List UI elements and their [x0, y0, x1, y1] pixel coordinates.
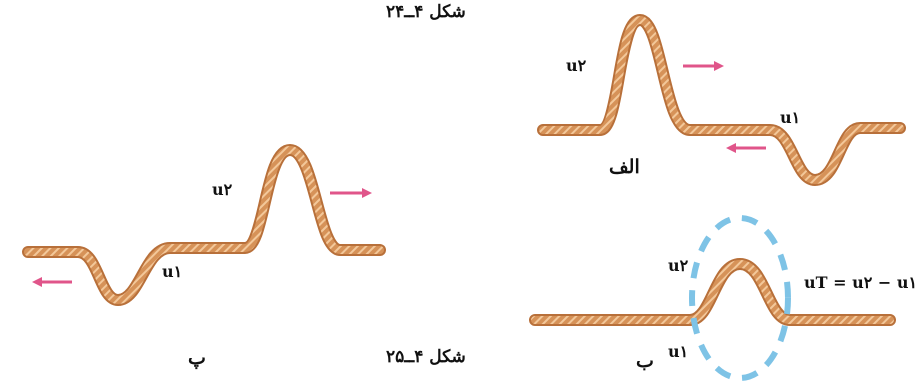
figure-25-caption: شکل ۴ــ۲۵ [386, 347, 466, 367]
panel-be-dashed-ellipse [689, 215, 791, 381]
panel-be-sum-label: uT = u۲ − u۱ [804, 273, 917, 292]
panel-be-letter: ب [636, 350, 654, 372]
panel-pe-right-arrow [330, 188, 372, 198]
panel-be-u2-label: u۲ [668, 256, 689, 275]
figure-24-caption: شکل ۴ــ۲۴ [386, 2, 466, 22]
panel-pe-rope [22, 144, 386, 306]
panel-alef-letter: الف [609, 156, 640, 178]
panel-be-rope [529, 258, 896, 326]
panel-alef-right-arrow [683, 61, 724, 71]
panel-be-u1-label: u۱ [668, 342, 689, 361]
panel-pe-u1-label: u۱ [162, 262, 183, 281]
panel-pe-left-arrow [32, 277, 72, 287]
panel-alef-u2-label: u۲ [566, 56, 587, 75]
panel-pe-u2-label: u۲ [212, 180, 233, 199]
panel-pe-letter: پ [188, 347, 206, 369]
panel-alef-u1-label: u۱ [780, 108, 801, 127]
panel-alef-rope [537, 14, 906, 186]
panel-alef-left-arrow [726, 143, 766, 153]
